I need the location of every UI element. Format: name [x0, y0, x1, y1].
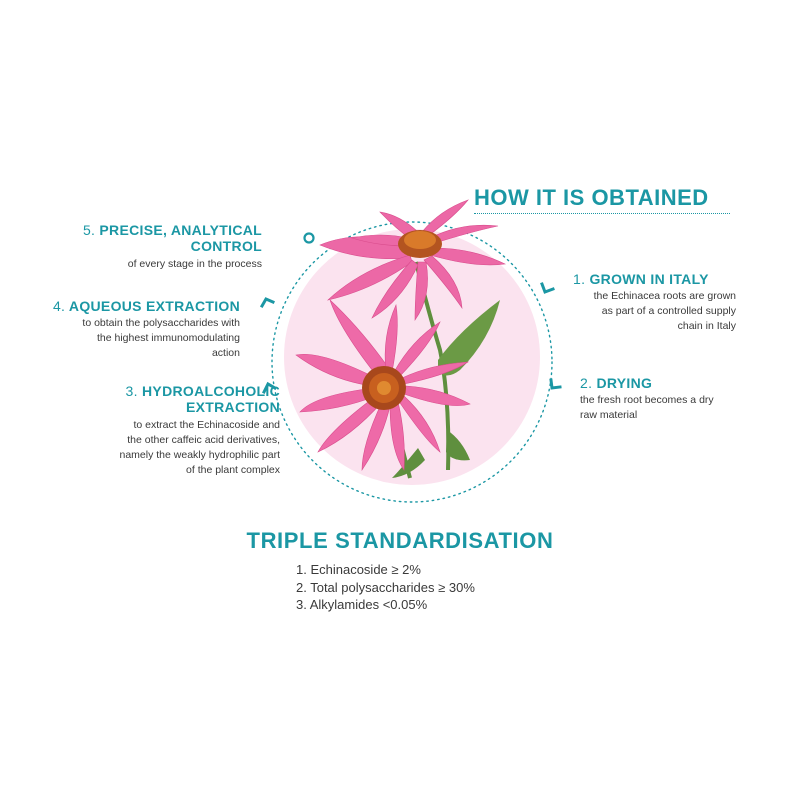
step-1-desc-line-3: chain in Italy	[573, 319, 736, 334]
step-4-title: 4. AQUEOUS EXTRACTION	[40, 298, 240, 314]
step-4-desc-line-1: to obtain the polysaccharides with	[40, 316, 240, 331]
standardisation-item: 3. Alkylamides <0.05%	[296, 596, 475, 614]
step-1-title: 1. GROWN IN ITALY	[573, 271, 743, 287]
cycle-start-circle-icon	[305, 234, 314, 243]
step-5-number: 5.	[83, 222, 95, 238]
step-3-number: 3.	[126, 383, 138, 399]
step-4: 4. AQUEOUS EXTRACTION to obtain the poly…	[40, 298, 240, 361]
cycle-arrow-icon	[262, 299, 273, 306]
step-2-desc-line-2: raw material	[580, 408, 740, 423]
step-3-desc-line-2: the other caffeic acid derivatives,	[60, 433, 280, 448]
step-3-title: 3. HYDROALCOHOLIC	[60, 383, 280, 399]
step-4-desc-line-2: the highest immunomodulating	[40, 331, 240, 346]
step-5-title-line-1: PRECISE, ANALYTICAL	[99, 222, 262, 238]
step-3-desc-line-1: to extract the Echinacoside and	[60, 418, 280, 433]
page-title: HOW IT IS OBTAINED	[474, 185, 709, 211]
step-2-desc-line-1: the fresh root becomes a dry	[580, 393, 740, 408]
step-4-title-text: AQUEOUS EXTRACTION	[69, 298, 240, 314]
step-5: 5. PRECISE, ANALYTICAL CONTROL of every …	[60, 222, 262, 272]
step-4-desc-line-3: action	[40, 346, 240, 361]
step-1-title-text: GROWN IN ITALY	[589, 271, 708, 287]
step-5-title-line-2: CONTROL	[60, 238, 262, 254]
step-3-title-line-2: EXTRACTION	[60, 399, 280, 415]
step-3-title-line-1: HYDROALCOHOLIC	[142, 383, 280, 399]
cycle-arrow-icon	[542, 284, 553, 292]
title-dotted-underline	[474, 213, 730, 214]
cycle-arrow-icon	[551, 380, 560, 388]
step-1: 1. GROWN IN ITALY the Echinacea roots ar…	[573, 271, 743, 334]
standardisation-item: 1. Echinacoside ≥ 2%	[296, 561, 475, 579]
step-2-number: 2.	[580, 375, 592, 391]
standardisation-item: 2. Total polysaccharides ≥ 30%	[296, 579, 475, 597]
step-1-number: 1.	[573, 271, 585, 287]
step-1-desc-line-2: as part of a controlled supply	[573, 304, 736, 319]
standardisation-list: 1. Echinacoside ≥ 2% 2. Total polysaccha…	[296, 561, 475, 614]
step-2-title: 2. DRYING	[580, 375, 740, 391]
step-2-title-text: DRYING	[596, 375, 652, 391]
step-3: 3. HYDROALCOHOLIC EXTRACTION to extract …	[60, 383, 280, 478]
step-4-number: 4.	[53, 298, 65, 314]
step-5-title: 5. PRECISE, ANALYTICAL	[60, 222, 262, 238]
step-3-desc-line-3: namely the weakly hydrophilic part	[60, 448, 280, 463]
step-3-desc-line-4: of the plant complex	[60, 463, 280, 478]
standardisation-title: TRIPLE STANDARDISATION	[0, 528, 800, 554]
step-5-desc-line-1: of every stage in the process	[60, 257, 262, 272]
step-2: 2. DRYING the fresh root becomes a dry r…	[580, 375, 740, 423]
step-1-desc-line-1: the Echinacea roots are grown	[573, 289, 736, 304]
